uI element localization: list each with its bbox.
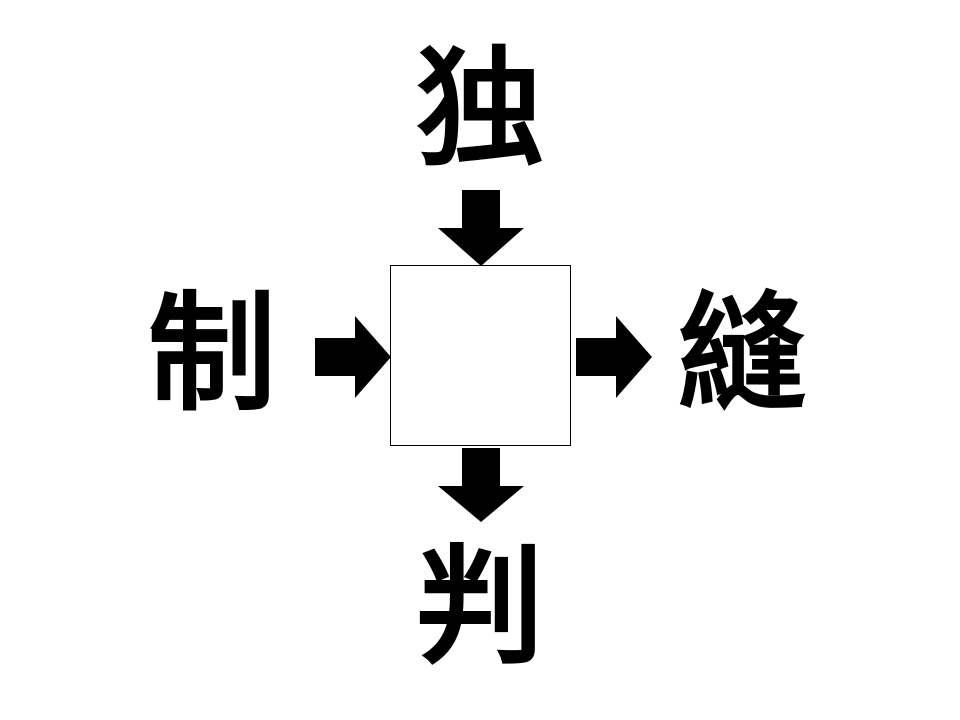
arrow-right-icon [315, 316, 391, 398]
top-kanji: 独 [415, 35, 544, 184]
left-kanji: 制 [147, 280, 276, 429]
arrow-down-icon [438, 448, 524, 522]
bottom-kanji: 判 [415, 533, 544, 682]
right-kanji: 縫 [677, 280, 806, 429]
arrow-down-icon [438, 190, 524, 266]
arrow-right-icon [576, 316, 652, 398]
answer-box[interactable] [390, 265, 571, 446]
